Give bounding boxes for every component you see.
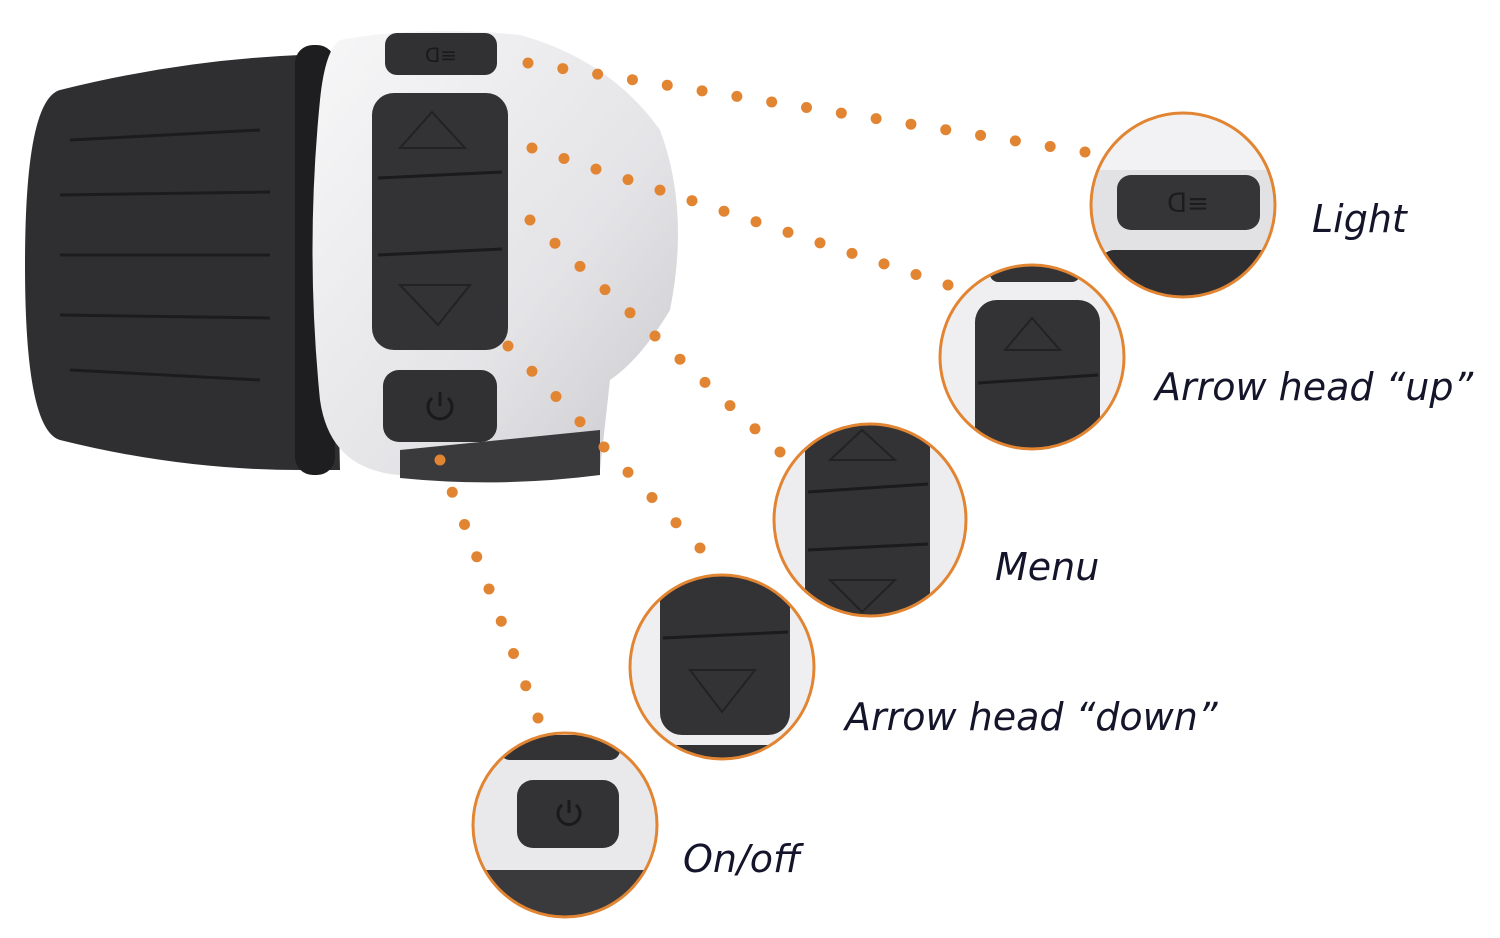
leader-dot-menu (524, 214, 536, 226)
leader-dot-light (1079, 146, 1091, 158)
callout-arrow-down (628, 573, 816, 761)
leader-dot-up (718, 205, 730, 217)
leader-dot-down (550, 391, 562, 402)
leader-dot-onoff (471, 551, 483, 563)
leader-dot-up (846, 247, 858, 259)
leader-dot-up (654, 184, 666, 196)
leader-dot-down (622, 466, 634, 478)
leader-dot-up (782, 226, 794, 238)
leader-dot-menu (649, 330, 661, 342)
arrow-pad[interactable] (372, 93, 508, 350)
label-light: Light (1312, 197, 1409, 241)
leader-dot-light (557, 63, 569, 75)
label-on-off: On/off (683, 837, 804, 881)
callout-menu (772, 422, 968, 618)
callout-on-off (471, 731, 659, 919)
leader-dot-light (731, 90, 743, 102)
leader-dot-light (905, 118, 917, 130)
leader-dot-menu (774, 446, 786, 458)
leader-dot-menu (724, 400, 736, 412)
leader-dot-light (696, 85, 708, 97)
leader-dot-down (526, 365, 538, 377)
housing-base (400, 430, 600, 483)
leader-dot-light (766, 96, 778, 108)
light-button[interactable] (385, 33, 497, 75)
callout-arrow-up (938, 263, 1126, 451)
arrow-down-icon (397, 284, 473, 327)
leader-dot-onoff (459, 519, 470, 530)
leader-dot-up (814, 237, 826, 249)
arrow-up-icon (397, 110, 468, 149)
leader-dot-menu (599, 284, 611, 296)
leader-dot-down (502, 340, 514, 352)
leader-dot-down (694, 542, 706, 554)
leader-dot-light (592, 68, 604, 80)
leader-dot-menu (624, 307, 636, 319)
leader-dot-light (661, 79, 673, 91)
leader-dot-up (942, 279, 954, 291)
leader-dot-light (940, 124, 952, 136)
leader-dot-down (670, 517, 682, 529)
label-arrow-down: Arrow head “down” (842, 695, 1218, 739)
leader-dot-down (646, 492, 658, 503)
leader-lines (434, 57, 1091, 724)
grip-ridges (59, 128, 271, 382)
leader-dot-menu (699, 376, 711, 388)
leader-dot-light (1044, 140, 1056, 152)
leader-dot-onoff (520, 680, 532, 692)
leader-dot-light (1009, 135, 1021, 147)
leader-dot-light (835, 107, 847, 119)
leader-dot-light (522, 57, 534, 69)
callout-light: ᗡ≡ (1089, 111, 1277, 299)
leader-dot-up (686, 195, 698, 207)
leader-dot-down (574, 416, 586, 428)
leader-dot-down (598, 441, 610, 453)
leader-dot-up (622, 174, 634, 186)
leader-dot-onoff (495, 615, 507, 627)
leader-dot-onoff (532, 712, 544, 724)
leader-dot-menu (674, 353, 686, 365)
leader-dot-light (626, 74, 638, 86)
leader-dot-up (910, 268, 922, 280)
leader-dot-menu (749, 423, 761, 435)
leader-dot-up (590, 163, 602, 175)
leader-dot-menu (549, 237, 561, 249)
rubber-grip (25, 50, 340, 470)
headlight-icon: ᗡ≡ (425, 43, 457, 67)
leader-dot-onoff (434, 454, 446, 466)
leader-dot-up (558, 153, 570, 165)
leader-dot-light (870, 113, 882, 125)
power-icon (426, 392, 454, 421)
leader-dot-onoff (483, 583, 495, 595)
svg-text:ᗡ≡: ᗡ≡ (1167, 189, 1209, 219)
leader-dot-light (801, 102, 812, 113)
leader-dot-up (526, 142, 538, 154)
control-unit: ᗡ≡ (25, 31, 678, 483)
label-arrow-up: Arrow head “up” (1152, 365, 1473, 409)
leader-dot-up (878, 258, 890, 270)
leader-dot-onoff (508, 648, 519, 659)
leader-dot-light (975, 129, 987, 141)
label-menu: Menu (995, 545, 1099, 589)
leader-dot-menu (574, 260, 586, 272)
leader-dot-onoff (446, 486, 458, 498)
leader-dot-up (750, 216, 762, 228)
